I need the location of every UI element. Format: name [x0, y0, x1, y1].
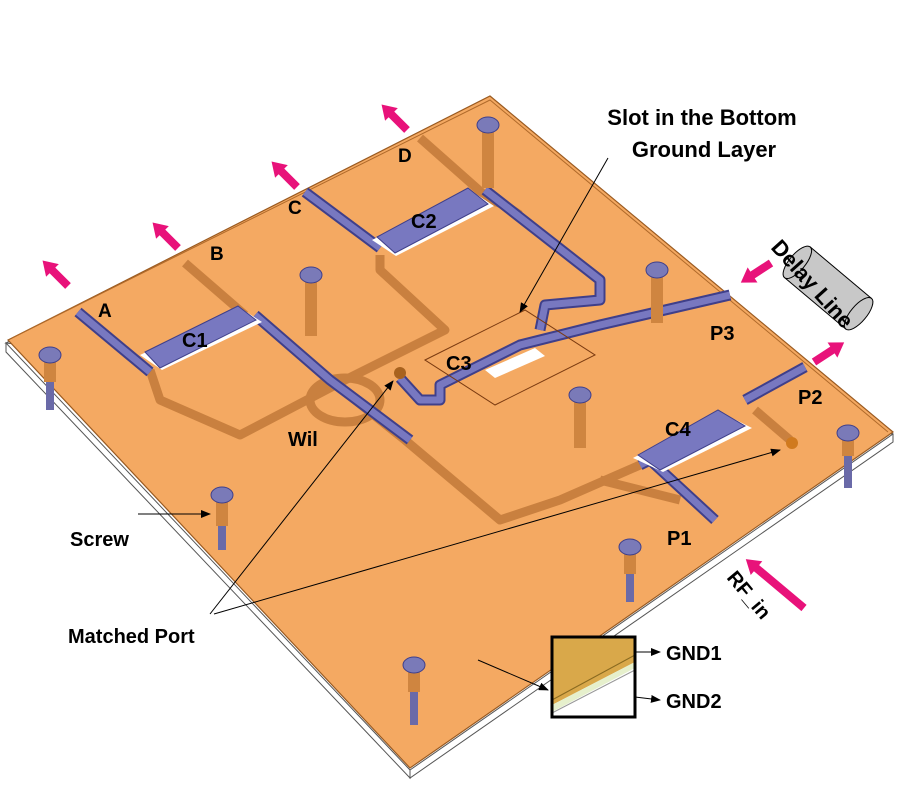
screw [210, 486, 234, 550]
inset-pointer [477, 659, 549, 691]
screw [618, 538, 642, 602]
gnd1-label: GND1 [666, 643, 722, 665]
arrow-a [42, 260, 71, 289]
port-a-label: A [98, 301, 112, 322]
screws [38, 116, 860, 725]
coupler-c4-shape [633, 409, 752, 472]
arrow-p3-in [740, 259, 774, 283]
slot-pointer [519, 157, 609, 313]
slot-label-line1: Slot in the Bottom [607, 105, 796, 130]
matched-port-pointer-1 [209, 380, 394, 615]
screw-label: Screw [70, 529, 129, 551]
arrow-d [381, 104, 410, 133]
slot-region [423, 309, 597, 406]
arrow-b [152, 222, 181, 251]
wilkinson-label: Wil [288, 429, 318, 451]
screw [402, 656, 426, 725]
screw [836, 424, 860, 488]
matched-port-label: Matched Port [68, 626, 195, 648]
coupler-c4-label: C4 [665, 419, 691, 441]
screw [568, 386, 592, 448]
port-p2-label: P2 [798, 387, 822, 409]
matched-port-terminations [394, 367, 798, 449]
coupler-c1-shape [140, 305, 262, 370]
delay-line-cylinder [782, 245, 874, 331]
screw [645, 261, 669, 323]
port-b-label: B [210, 244, 224, 265]
screw [476, 116, 500, 188]
port-d-label: D [398, 146, 412, 167]
coupler-c2-shape [372, 187, 494, 256]
pcb-board [4, 95, 894, 780]
gnd2-label: GND2 [666, 691, 722, 713]
arrow-rf-in [745, 559, 807, 612]
coupler-c2-label: C2 [411, 211, 437, 233]
slot-label-line2: Ground Layer [632, 137, 777, 162]
matched-port-pointer-2 [213, 448, 781, 615]
screw [38, 346, 62, 410]
ground-layer-inset [550, 635, 637, 719]
annotation-lines [138, 157, 781, 703]
board-top-surface [7, 95, 894, 769]
port-p3-label: P3 [710, 323, 734, 345]
screw [299, 266, 323, 336]
port-p1-label: P1 [667, 528, 691, 550]
coupler-c1-label: C1 [182, 330, 208, 352]
arrow-c [271, 161, 300, 190]
port-arrows [42, 104, 845, 612]
port-c-label: C [288, 198, 302, 219]
coupler-c3-label: C3 [446, 353, 472, 375]
arrow-p2-out [811, 342, 845, 366]
